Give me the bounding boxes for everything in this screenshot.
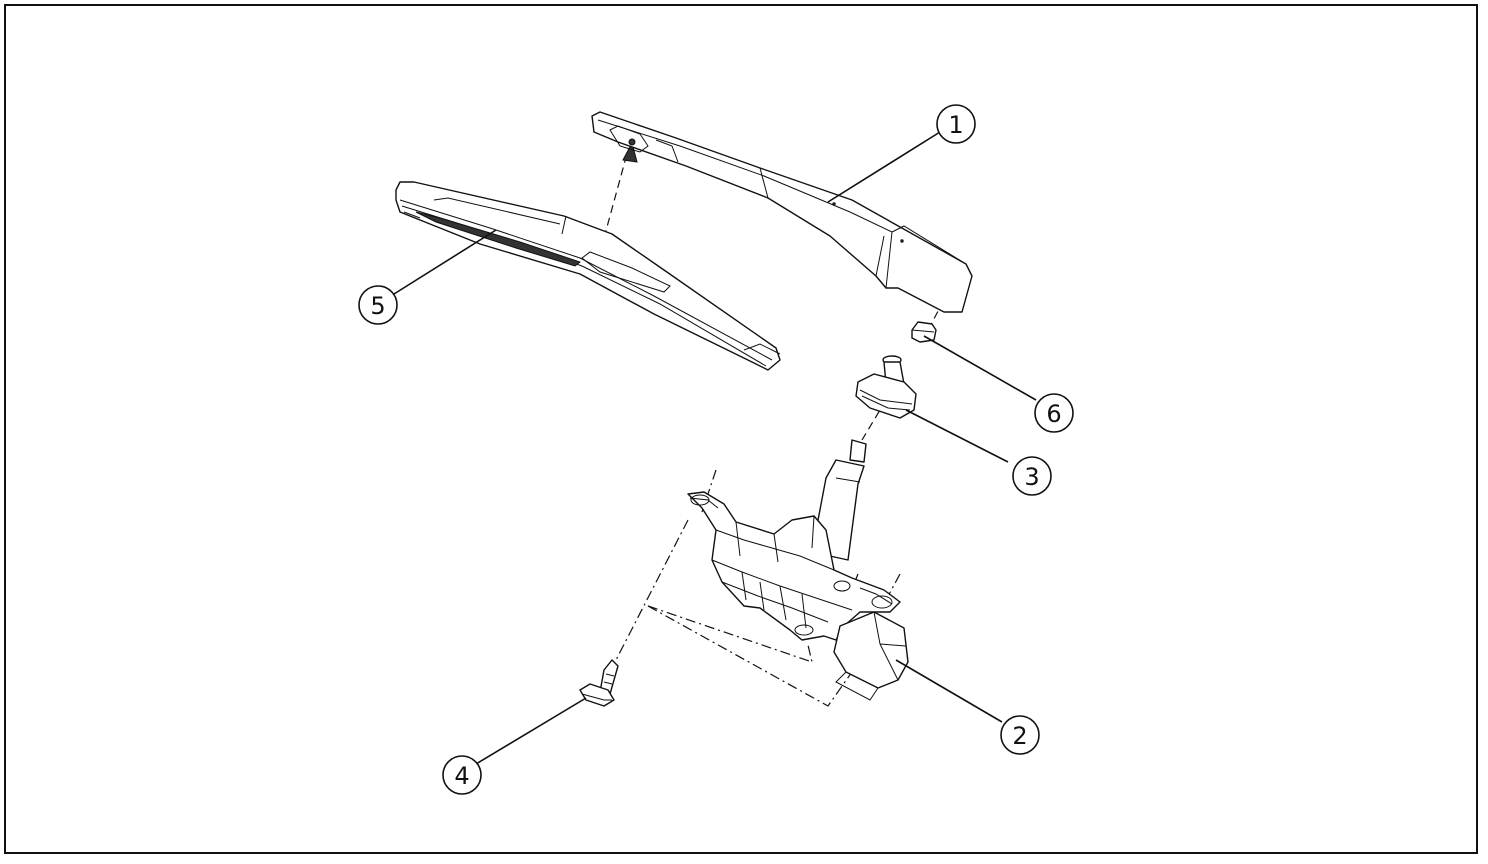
callout-label-6: 6 [1046,400,1061,428]
nut [911,321,937,343]
callout-label-1: 1 [948,111,963,139]
motor-mount-dash-line-mid [849,573,859,595]
diagram-frame [4,4,1478,854]
callout-5: 5 [358,285,398,325]
grommet [855,355,917,419]
leader-line-3 [905,409,1009,463]
callout-6: 6 [1034,393,1074,433]
callout-3: 3 [1012,456,1052,496]
motor-to-bolt-dash-line [615,519,689,661]
leader-line-4 [475,697,587,765]
bolt [579,659,619,707]
callout-2: 2 [1000,715,1040,755]
wiper-blade [395,181,781,371]
callout-label-5: 5 [370,292,385,320]
motor-mount-dash-line-top-left [701,469,717,513]
motor-bracket-dash-line-a [647,605,813,663]
leader-line-2 [895,659,1003,723]
leader-line-5 [393,229,497,295]
leader-line-6 [923,335,1037,401]
callout-4: 4 [442,755,482,795]
wiper-arm [591,111,973,313]
assembly-lines [603,141,945,707]
callout-label-4: 4 [454,762,469,790]
callout-label-3: 3 [1024,463,1039,491]
callout-label-2: 2 [1012,722,1027,750]
leader-line-1 [827,131,941,203]
wiper-motor [687,439,909,701]
callout-1: 1 [936,104,976,144]
blade-to-arm-dash-line [603,149,629,239]
leader-lines [393,131,1037,765]
arrow-head-icon [622,141,638,163]
